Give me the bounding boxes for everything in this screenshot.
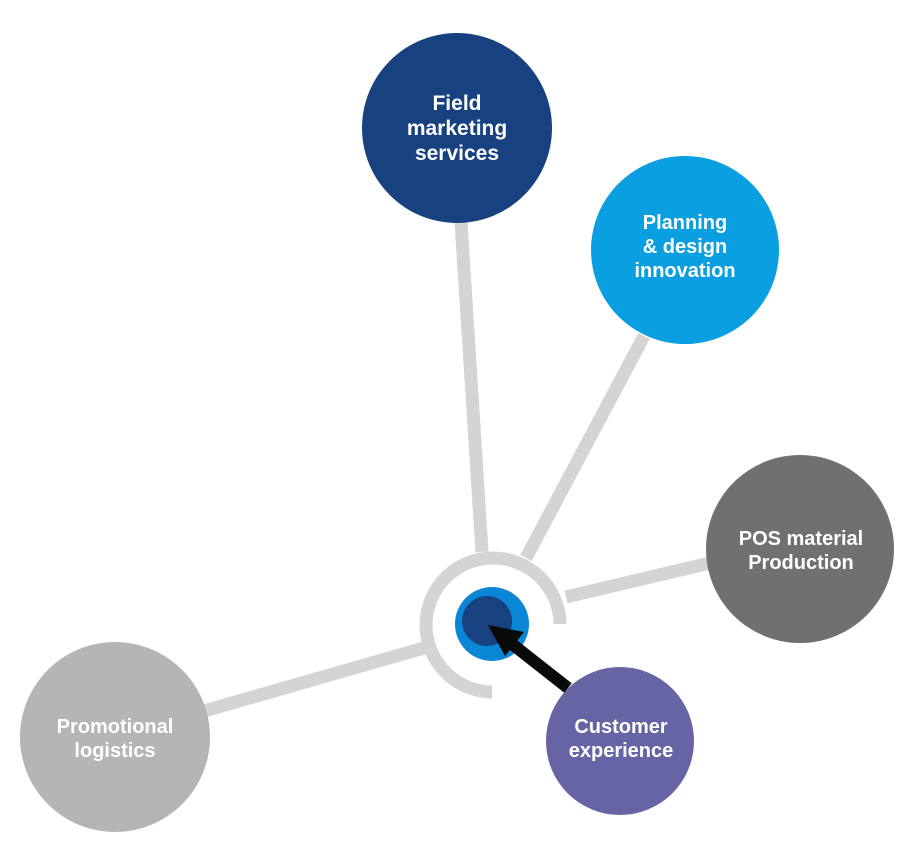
arrow	[488, 625, 572, 693]
label-line: services	[415, 142, 499, 165]
connector-promotional-logistics	[202, 641, 426, 718]
connector-field-marketing	[454, 221, 489, 553]
label-line: POS material	[739, 528, 864, 550]
arrow-head	[488, 625, 524, 656]
node-customer-experience-circle	[546, 667, 694, 815]
label-line: logistics	[74, 740, 155, 762]
label-line: & design	[643, 236, 727, 258]
label-line: Planning	[643, 212, 727, 234]
label-line: Promotional	[57, 716, 174, 738]
connectors	[202, 221, 712, 718]
connector-pos-material	[564, 556, 712, 604]
node-field-marketing-circle	[362, 33, 552, 223]
arrow-shaft	[508, 639, 572, 693]
node-promotional-logistics-circle	[20, 642, 210, 832]
connector-planning-design	[520, 332, 650, 562]
label-line: Customer	[574, 716, 668, 738]
label-line: experience	[569, 740, 674, 762]
label-line: marketing	[407, 117, 507, 140]
hub-ring-arc	[419, 551, 567, 699]
label-line: Field	[432, 92, 481, 115]
node-planning-design-circle	[591, 156, 779, 344]
label-line: innovation	[634, 260, 735, 282]
label-line: Production	[748, 552, 854, 574]
node-pos-material-circle	[706, 455, 894, 643]
